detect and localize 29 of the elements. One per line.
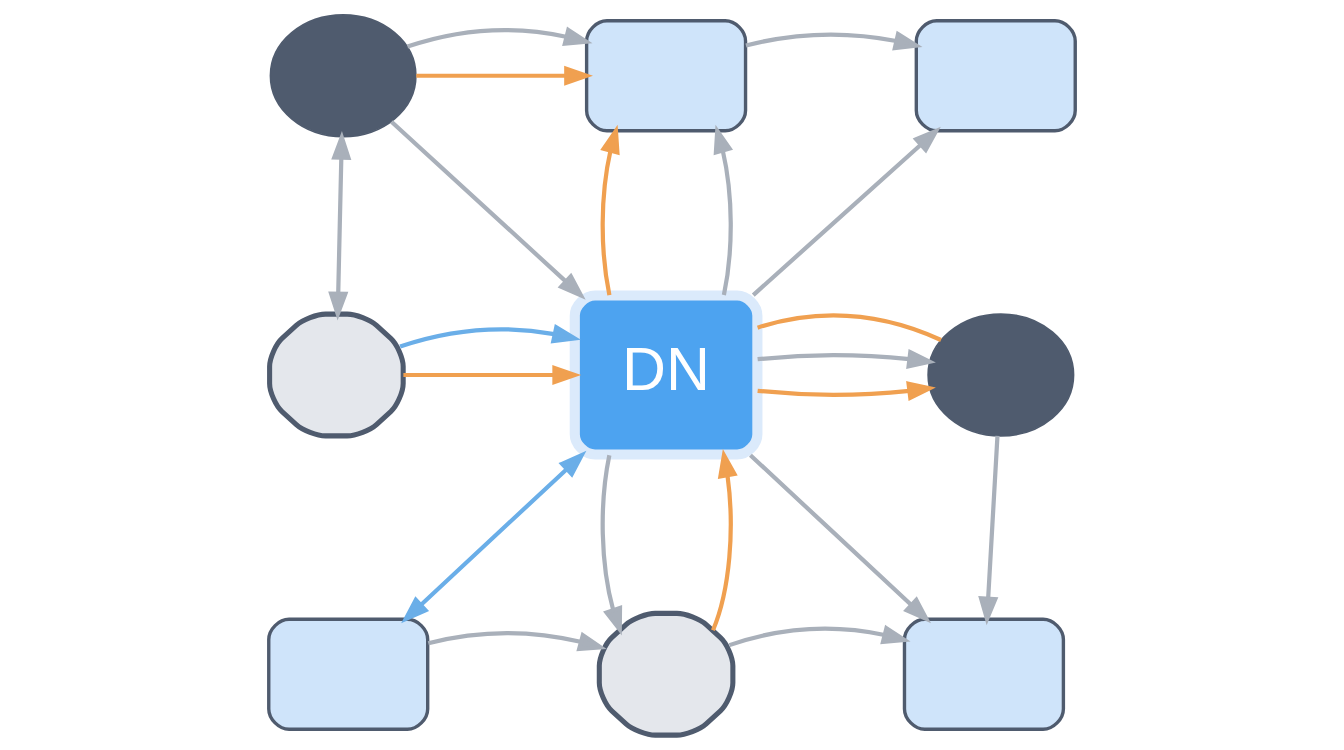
arrow xyxy=(427,630,607,652)
arrow xyxy=(600,454,623,636)
arrow xyxy=(406,26,593,49)
node-cloud xyxy=(267,311,406,439)
arrow xyxy=(390,120,586,300)
arrow xyxy=(713,124,733,296)
arrow xyxy=(757,381,936,402)
node-box xyxy=(914,19,1077,133)
arrow xyxy=(745,30,923,51)
node-box xyxy=(902,617,1066,731)
node-cloud xyxy=(596,610,736,738)
arrow xyxy=(749,453,932,624)
connector xyxy=(757,313,942,342)
arrow xyxy=(399,323,581,349)
arrow xyxy=(728,624,911,648)
arrow xyxy=(401,450,587,624)
arrow xyxy=(416,65,593,86)
arrow xyxy=(751,126,941,297)
arrow xyxy=(328,130,352,321)
arrow xyxy=(757,348,936,369)
node-person xyxy=(927,313,1075,437)
node-person xyxy=(269,14,417,138)
arrow xyxy=(600,124,620,296)
node-box xyxy=(267,617,430,731)
arrow xyxy=(711,448,738,632)
node-box xyxy=(584,19,748,133)
node-box: DN xyxy=(569,290,763,460)
arrow xyxy=(978,435,1000,626)
arrow xyxy=(403,364,582,386)
